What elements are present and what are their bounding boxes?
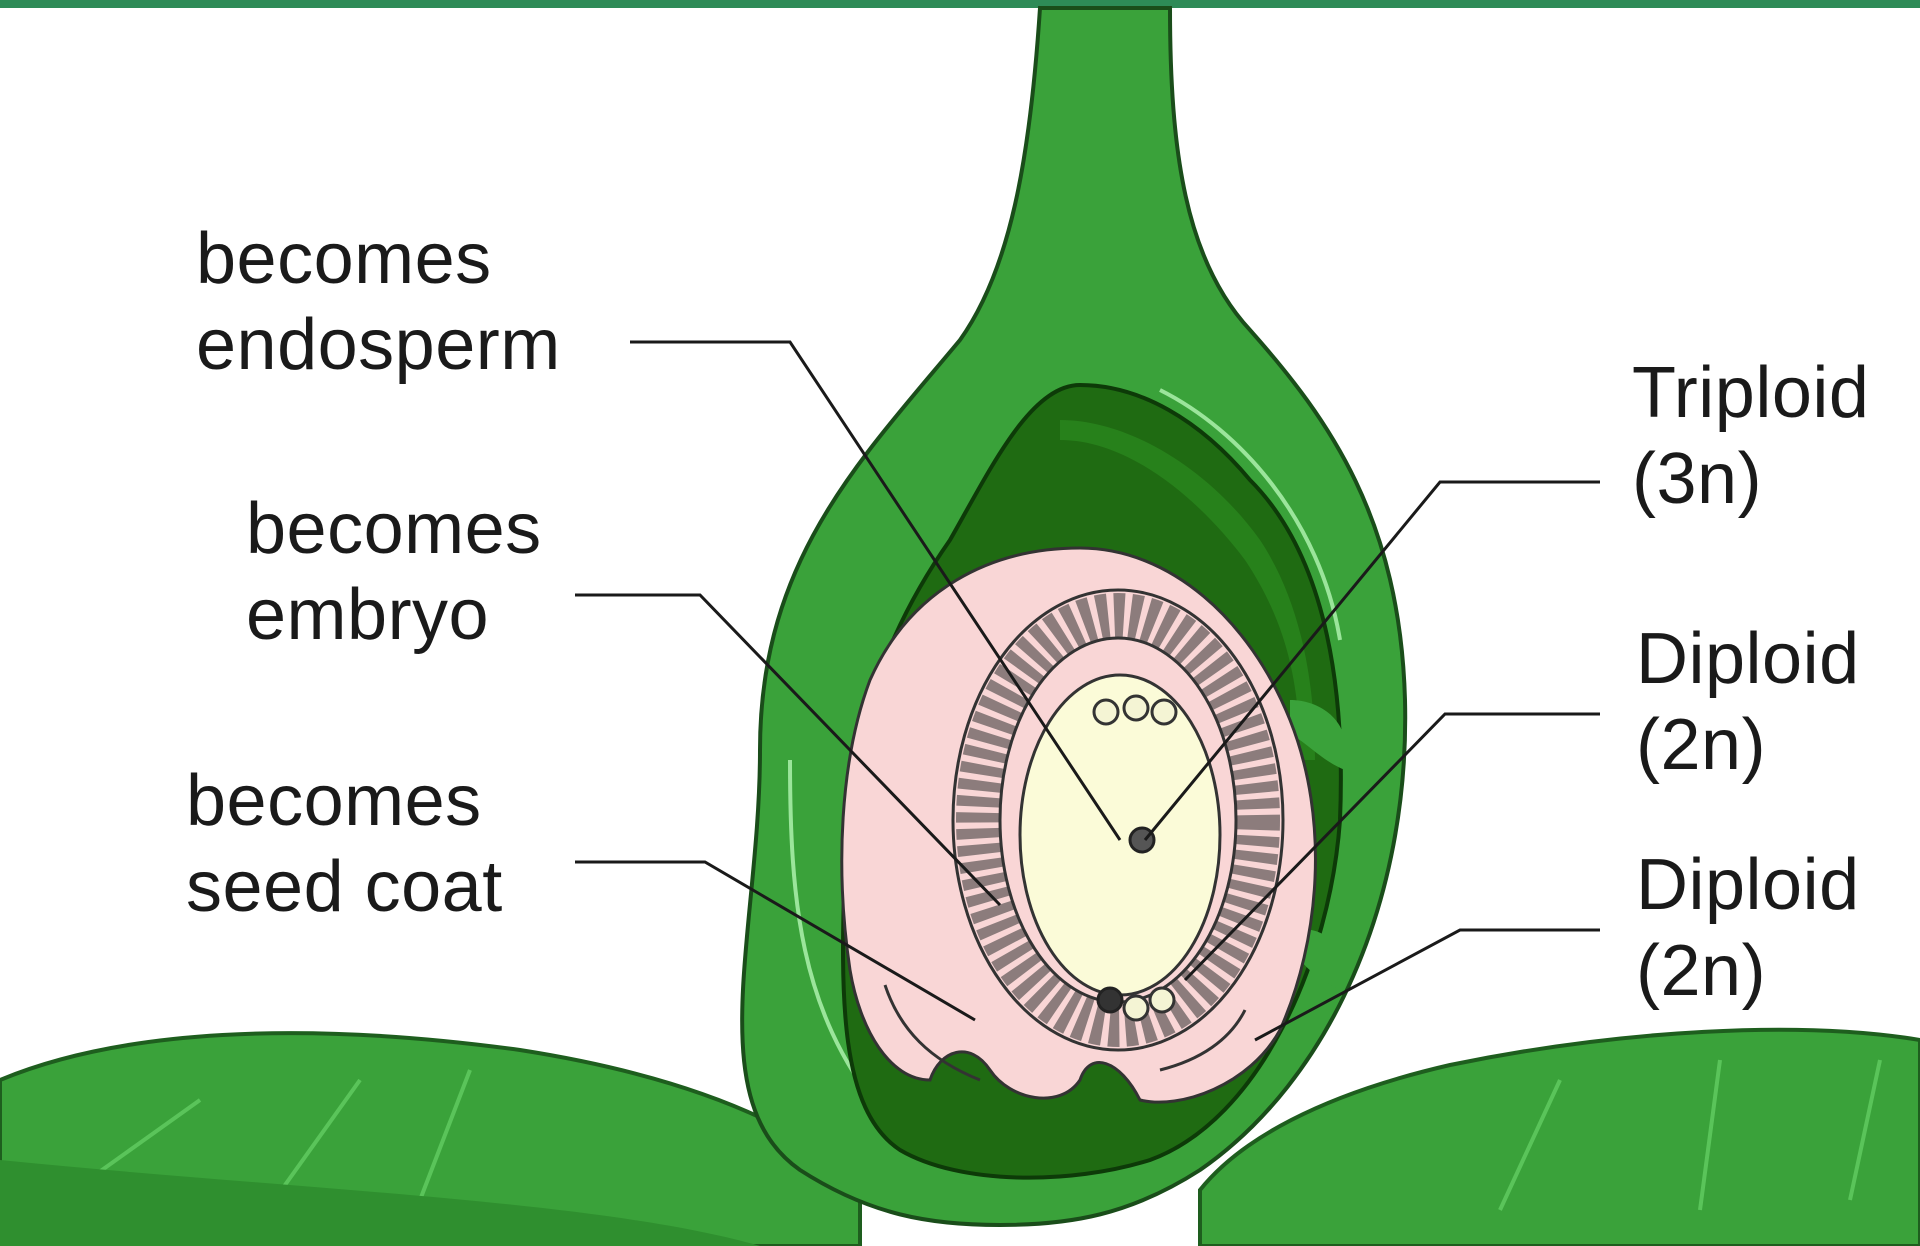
label-becomes-embryo: becomes embryo — [246, 486, 542, 658]
label-diploid-upper-line1: Diploid — [1636, 616, 1860, 702]
label-triploid-line2: (3n) — [1632, 436, 1869, 522]
label-endosperm-line2: endosperm — [196, 302, 561, 388]
label-triploid-line1: Triploid — [1632, 350, 1869, 436]
label-diploid-lower: Diploid (2n) — [1636, 842, 1860, 1014]
label-triploid: Triploid (3n) — [1632, 350, 1869, 522]
label-diploid-lower-line2: (2n) — [1636, 928, 1860, 1014]
antipodal-cells — [1094, 696, 1176, 724]
label-diploid-upper-line2: (2n) — [1636, 702, 1860, 788]
label-diploid-upper: Diploid (2n) — [1636, 616, 1860, 788]
label-embryo-line2: embryo — [246, 572, 542, 658]
label-endosperm-line1: becomes — [196, 216, 561, 302]
label-seed-coat-line2: seed coat — [186, 844, 503, 930]
top-border — [0, 0, 1920, 8]
label-becomes-seed-coat: becomes seed coat — [186, 758, 503, 930]
label-seed-coat-line1: becomes — [186, 758, 503, 844]
label-diploid-lower-line1: Diploid — [1636, 842, 1860, 928]
central-cell — [1020, 675, 1220, 995]
label-becomes-endosperm: becomes endosperm — [196, 216, 561, 388]
label-embryo-line1: becomes — [246, 486, 542, 572]
